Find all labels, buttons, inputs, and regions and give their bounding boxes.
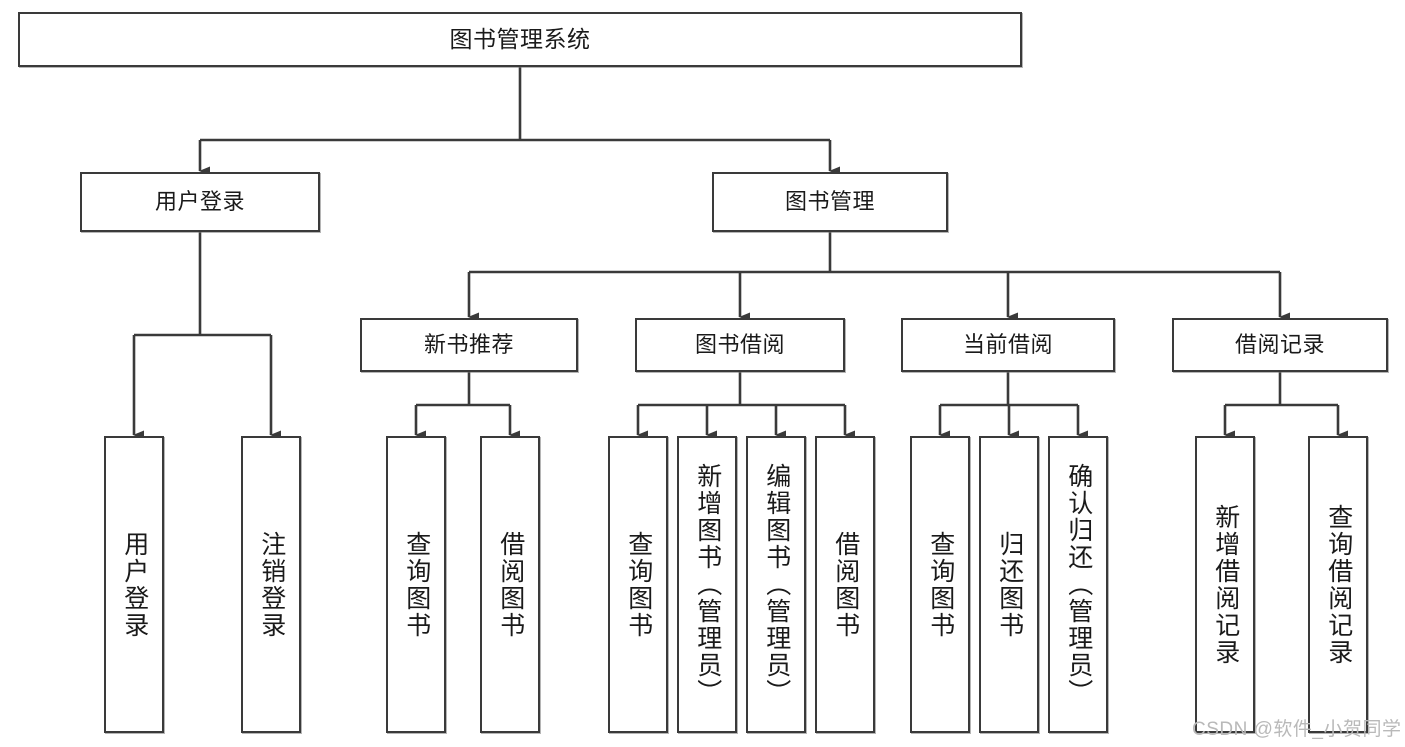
node-label-leaf-add-book: 新增图书（管理员） [693, 463, 722, 706]
node-label-borrow-record: 借阅记录 [1234, 332, 1325, 358]
csdn-watermark: CSDN @软件_小贺同学 [1192, 719, 1402, 740]
node-root[interactable]: 图书管理系统 [18, 12, 1022, 67]
node-leaf-query-record[interactable]: 查询借阅记录 [1308, 436, 1368, 733]
node-leaf-query-book-1[interactable]: 查询图书 [386, 436, 446, 733]
node-label-new-book-rec: 新书推荐 [423, 332, 514, 358]
connector-lines [132, 67, 1348, 440]
node-new-book-rec[interactable]: 新书推荐 [360, 318, 578, 372]
node-borrow-record[interactable]: 借阅记录 [1172, 318, 1388, 372]
node-label-leaf-query-book-3: 查询图书 [926, 530, 955, 639]
node-label-leaf-query-book-1: 查询图书 [402, 530, 431, 639]
node-leaf-confirm-return[interactable]: 确认归还（管理员） [1048, 436, 1108, 733]
node-label-leaf-query-record: 查询借阅记录 [1324, 503, 1353, 666]
node-leaf-borrow-book-2[interactable]: 借阅图书 [815, 436, 875, 733]
node-label-book-manage: 图书管理 [784, 189, 875, 215]
node-label-leaf-edit-book: 编辑图书（管理员） [762, 463, 791, 706]
node-current-borrow[interactable]: 当前借阅 [901, 318, 1115, 372]
node-leaf-query-book-3[interactable]: 查询图书 [910, 436, 970, 733]
node-label-leaf-user-login: 用户登录 [120, 530, 149, 639]
node-label-current-borrow: 当前借阅 [962, 332, 1053, 358]
node-label-leaf-query-book-2: 查询图书 [624, 530, 653, 639]
node-label-leaf-return-book: 归还图书 [995, 530, 1024, 639]
node-label-leaf-add-record: 新增借阅记录 [1211, 503, 1240, 666]
node-book-borrow[interactable]: 图书借阅 [635, 318, 845, 372]
node-label-book-borrow: 图书借阅 [694, 332, 785, 358]
node-leaf-return-book[interactable]: 归还图书 [979, 436, 1039, 733]
node-label-leaf-confirm-return: 确认归还（管理员） [1064, 463, 1093, 706]
node-label-leaf-user-logout: 注销登录 [257, 530, 286, 639]
node-user-login[interactable]: 用户登录 [80, 172, 320, 232]
node-leaf-user-login[interactable]: 用户登录 [104, 436, 164, 733]
node-leaf-add-book[interactable]: 新增图书（管理员） [677, 436, 737, 733]
node-label-leaf-borrow-book-1: 借阅图书 [496, 530, 525, 639]
node-leaf-query-book-2[interactable]: 查询图书 [608, 436, 668, 733]
node-leaf-add-record[interactable]: 新增借阅记录 [1195, 436, 1255, 733]
node-book-manage[interactable]: 图书管理 [712, 172, 948, 232]
node-label-leaf-borrow-book-2: 借阅图书 [831, 530, 860, 639]
node-label-root: 图书管理系统 [449, 25, 591, 52]
node-leaf-user-logout[interactable]: 注销登录 [241, 436, 301, 733]
node-leaf-borrow-book-1[interactable]: 借阅图书 [480, 436, 540, 733]
node-label-user-login: 用户登录 [154, 189, 245, 215]
node-leaf-edit-book[interactable]: 编辑图书（管理员） [746, 436, 806, 733]
